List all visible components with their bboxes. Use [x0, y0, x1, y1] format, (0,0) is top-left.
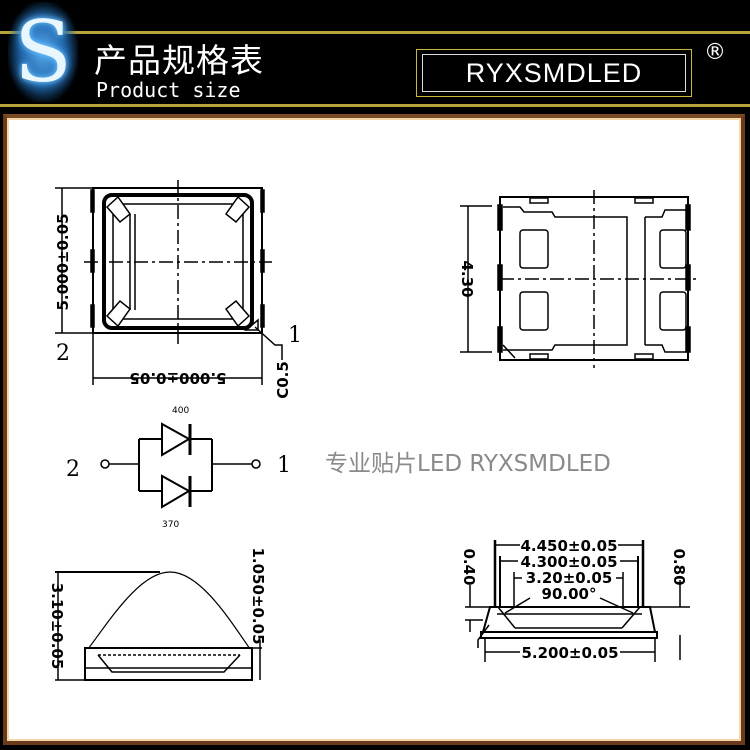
top-view-pin2: 2 — [56, 341, 70, 366]
top-view-pin1: 1 — [288, 323, 302, 348]
side-angle: 90.00° — [542, 585, 597, 603]
top-view-height-dim: 5.000±0.05 — [54, 213, 72, 310]
lens-total-height-dim: 3.10±0.05 — [48, 583, 66, 670]
diode-bottom-label: 370 — [162, 520, 179, 530]
diode-top-icon — [161, 422, 192, 457]
lens-side-view-drawing — [55, 571, 262, 681]
side-view-drawing — [465, 540, 690, 662]
side-dim-4450: 4.450±0.05 — [520, 537, 617, 555]
brand-name: RYXSMDLED — [422, 54, 686, 92]
logo-s: S — [8, 2, 78, 102]
page-title: 产品规格表 — [94, 41, 264, 80]
top-view-width-dim: 5.000±0.05 — [129, 369, 226, 387]
drawing-panel — [3, 114, 745, 745]
page-subtitle: Product size — [96, 78, 241, 102]
side-dim-320: 3.20±0.05 — [526, 569, 613, 587]
brand-box: RYXSMDLED — [416, 49, 692, 97]
diode-bottom-icon — [161, 474, 192, 509]
lens-base-height-dim: 1.050±0.05 — [249, 547, 267, 644]
diode-circuit — [100, 422, 261, 509]
circuit-pin-right: 1 — [277, 453, 291, 478]
chamfer-label: C0.5 — [274, 361, 292, 399]
bottom-view-height-dim: 4.30 — [458, 260, 476, 297]
circuit-pin-left: 2 — [66, 457, 80, 482]
registered-mark: ® — [704, 40, 726, 65]
bottom-view-drawing — [460, 190, 700, 368]
diode-top-label: 400 — [172, 406, 189, 416]
side-right-height: 0.80 — [670, 548, 688, 585]
side-dim-4300: 4.300±0.05 — [520, 553, 617, 571]
header-bottom-rule — [0, 104, 750, 107]
side-left-height: 0.40 — [460, 548, 478, 585]
side-base-width: 5.200±0.05 — [521, 644, 618, 662]
header-top-rule — [0, 31, 750, 34]
top-view-drawing — [55, 180, 283, 385]
watermark-text: 专业贴片LED RYXSMDLED — [325, 451, 611, 477]
